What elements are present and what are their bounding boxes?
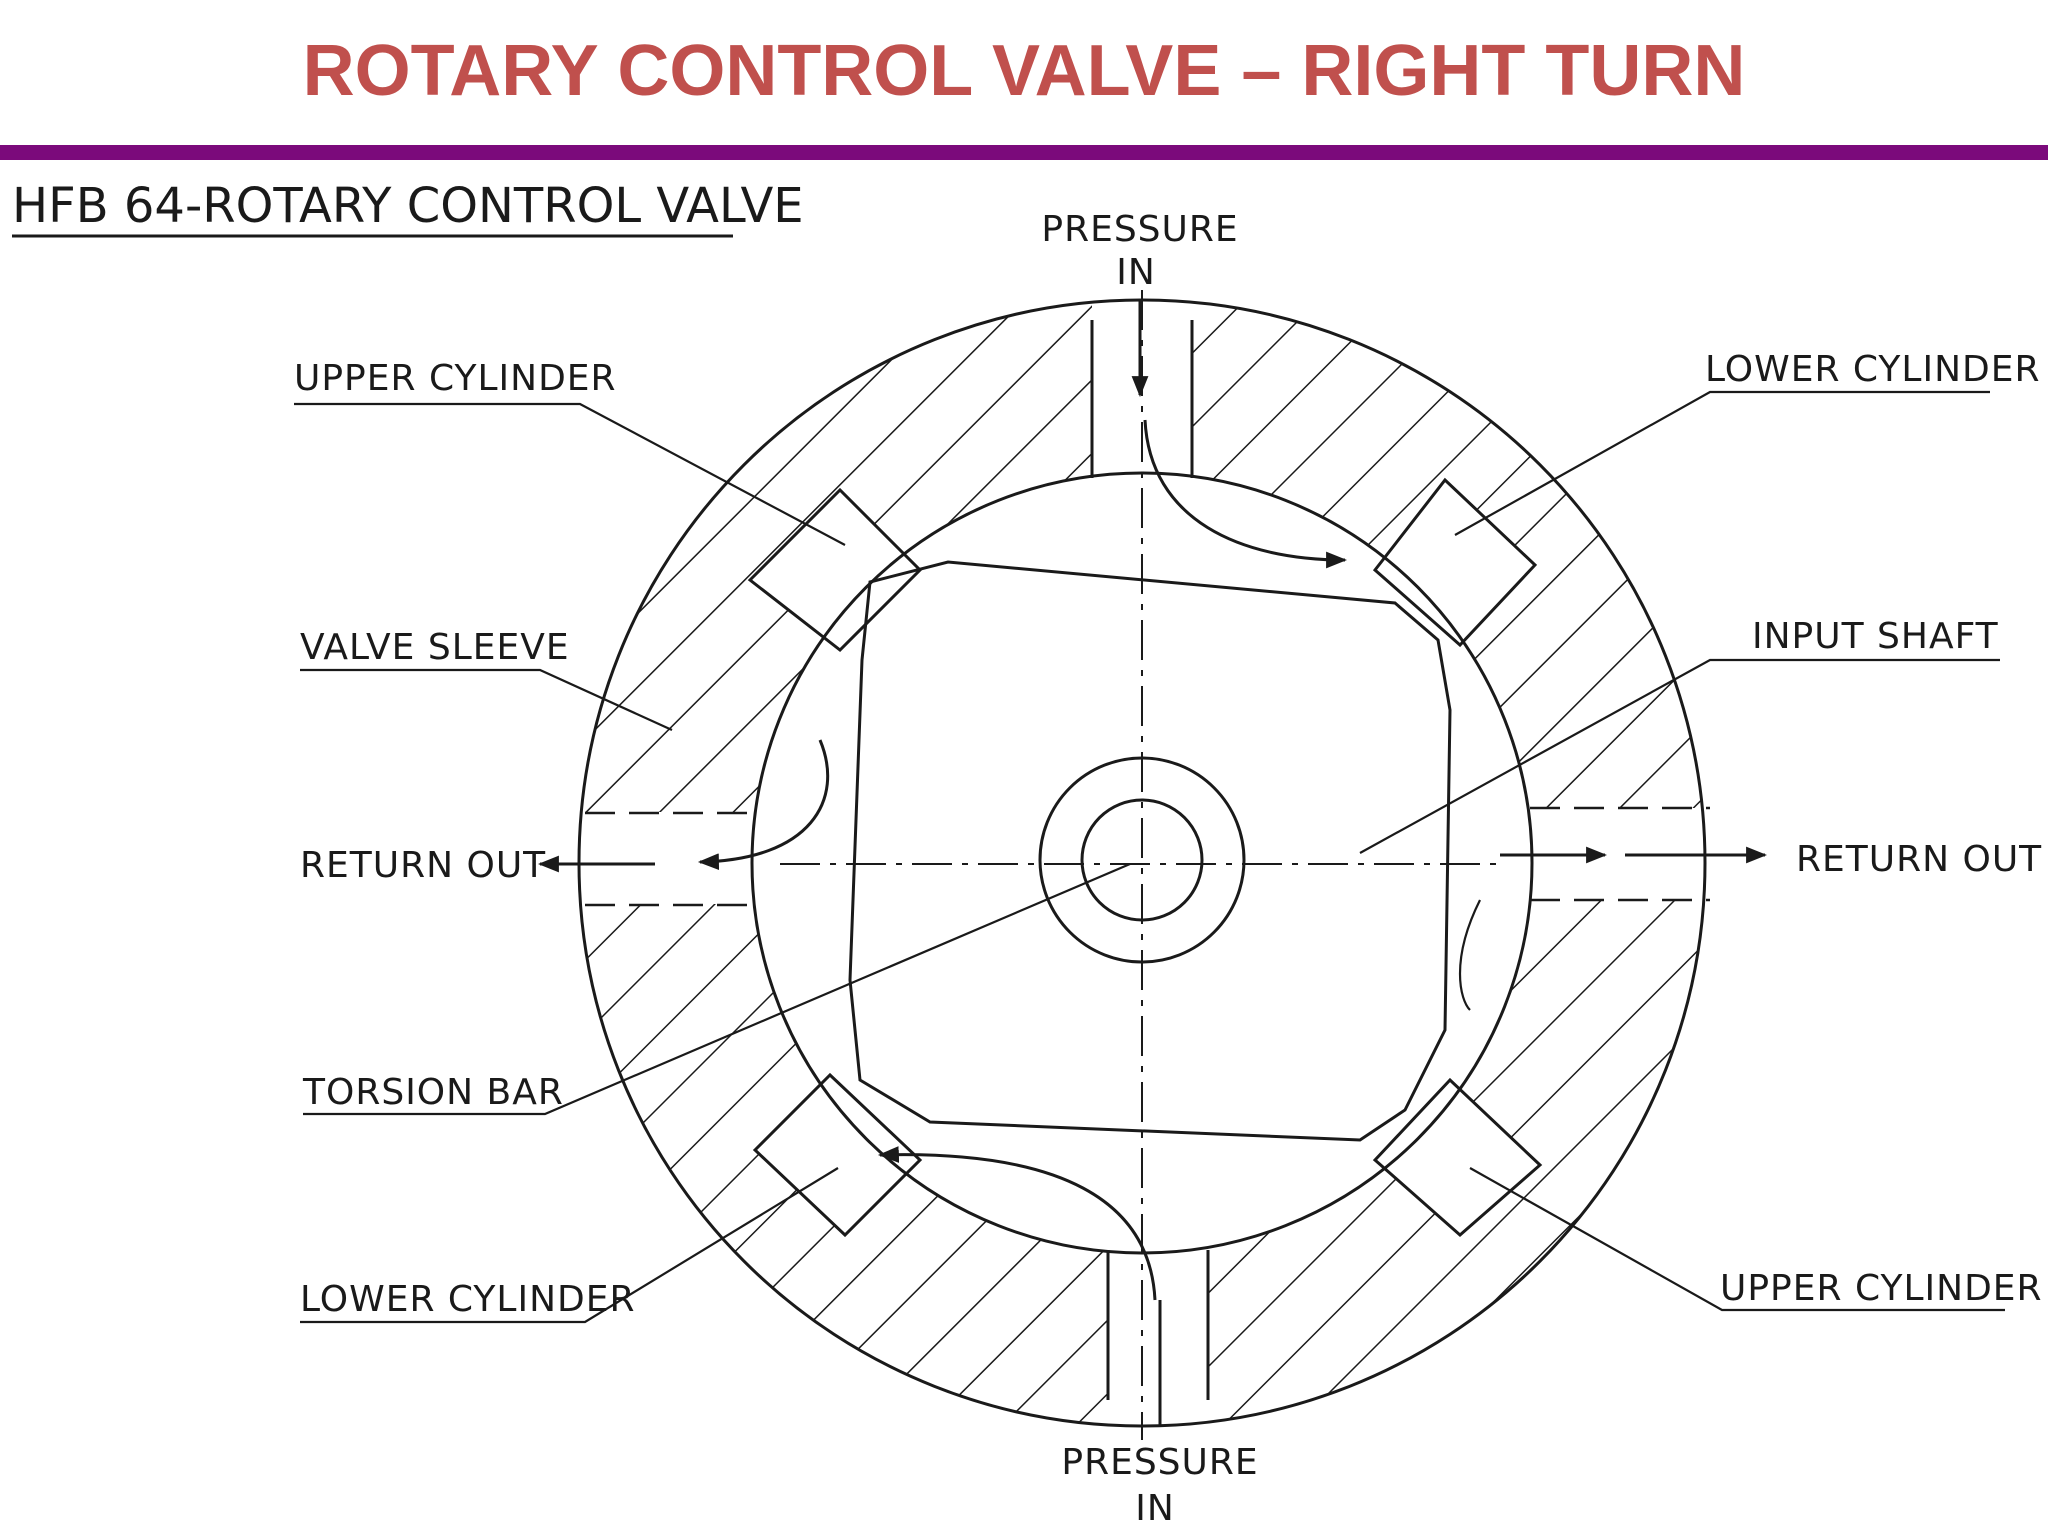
return-channels (585, 806, 1710, 907)
title-divider (0, 145, 2048, 160)
pressure-in-bottom: PRESSURE IN (1061, 1300, 1258, 1529)
svg-text:PRESSURE: PRESSURE (1041, 209, 1238, 250)
diagram-heading: HFB 64-ROTARY CONTROL VALVE (12, 178, 804, 238)
svg-text:LOWER CYLINDER: LOWER CYLINDER (1705, 349, 2041, 390)
svg-text:TORSION BAR: TORSION BAR (302, 1072, 564, 1113)
label-return-out-left: RETURN OUT (300, 845, 546, 886)
slide-title: ROTARY CONTROL VALVE – RIGHT TURN (302, 31, 1746, 111)
diagram-heading-text: HFB 64-ROTARY CONTROL VALVE (12, 178, 804, 234)
label-return-out-right: RETURN OUT (1796, 839, 2042, 880)
label-lower-cylinder-left: LOWER CYLINDER (300, 1167, 839, 1324)
svg-text:VALVE SLEEVE: VALVE SLEEVE (300, 627, 570, 668)
label-valve-sleeve: VALVE SLEEVE (300, 627, 673, 732)
svg-text:PRESSURE: PRESSURE (1061, 1442, 1258, 1483)
label-input-shaft: INPUT SHAFT (1359, 616, 2000, 854)
svg-text:RETURN OUT: RETURN OUT (1796, 839, 2042, 880)
svg-text:IN: IN (1116, 252, 1156, 293)
svg-text:LOWER CYLINDER: LOWER CYLINDER (300, 1279, 636, 1320)
svg-text:INPUT SHAFT: INPUT SHAFT (1752, 616, 1999, 657)
label-upper-cylinder-left: UPPER CYLINDER (294, 358, 846, 546)
label-upper-cylinder-right: UPPER CYLINDER (1469, 1167, 2043, 1312)
label-torsion-bar: TORSION BAR (302, 862, 1131, 1116)
flow-arrows (537, 300, 1768, 1301)
label-lower-cylinder-right: LOWER CYLINDER (1454, 349, 2041, 536)
svg-text:RETURN OUT: RETURN OUT (300, 845, 546, 886)
svg-text:IN: IN (1135, 1488, 1175, 1529)
svg-text:UPPER CYLINDER: UPPER CYLINDER (1720, 1268, 2043, 1309)
svg-text:UPPER CYLINDER: UPPER CYLINDER (294, 358, 617, 399)
pressure-in-top: PRESSURE IN (1041, 209, 1238, 293)
